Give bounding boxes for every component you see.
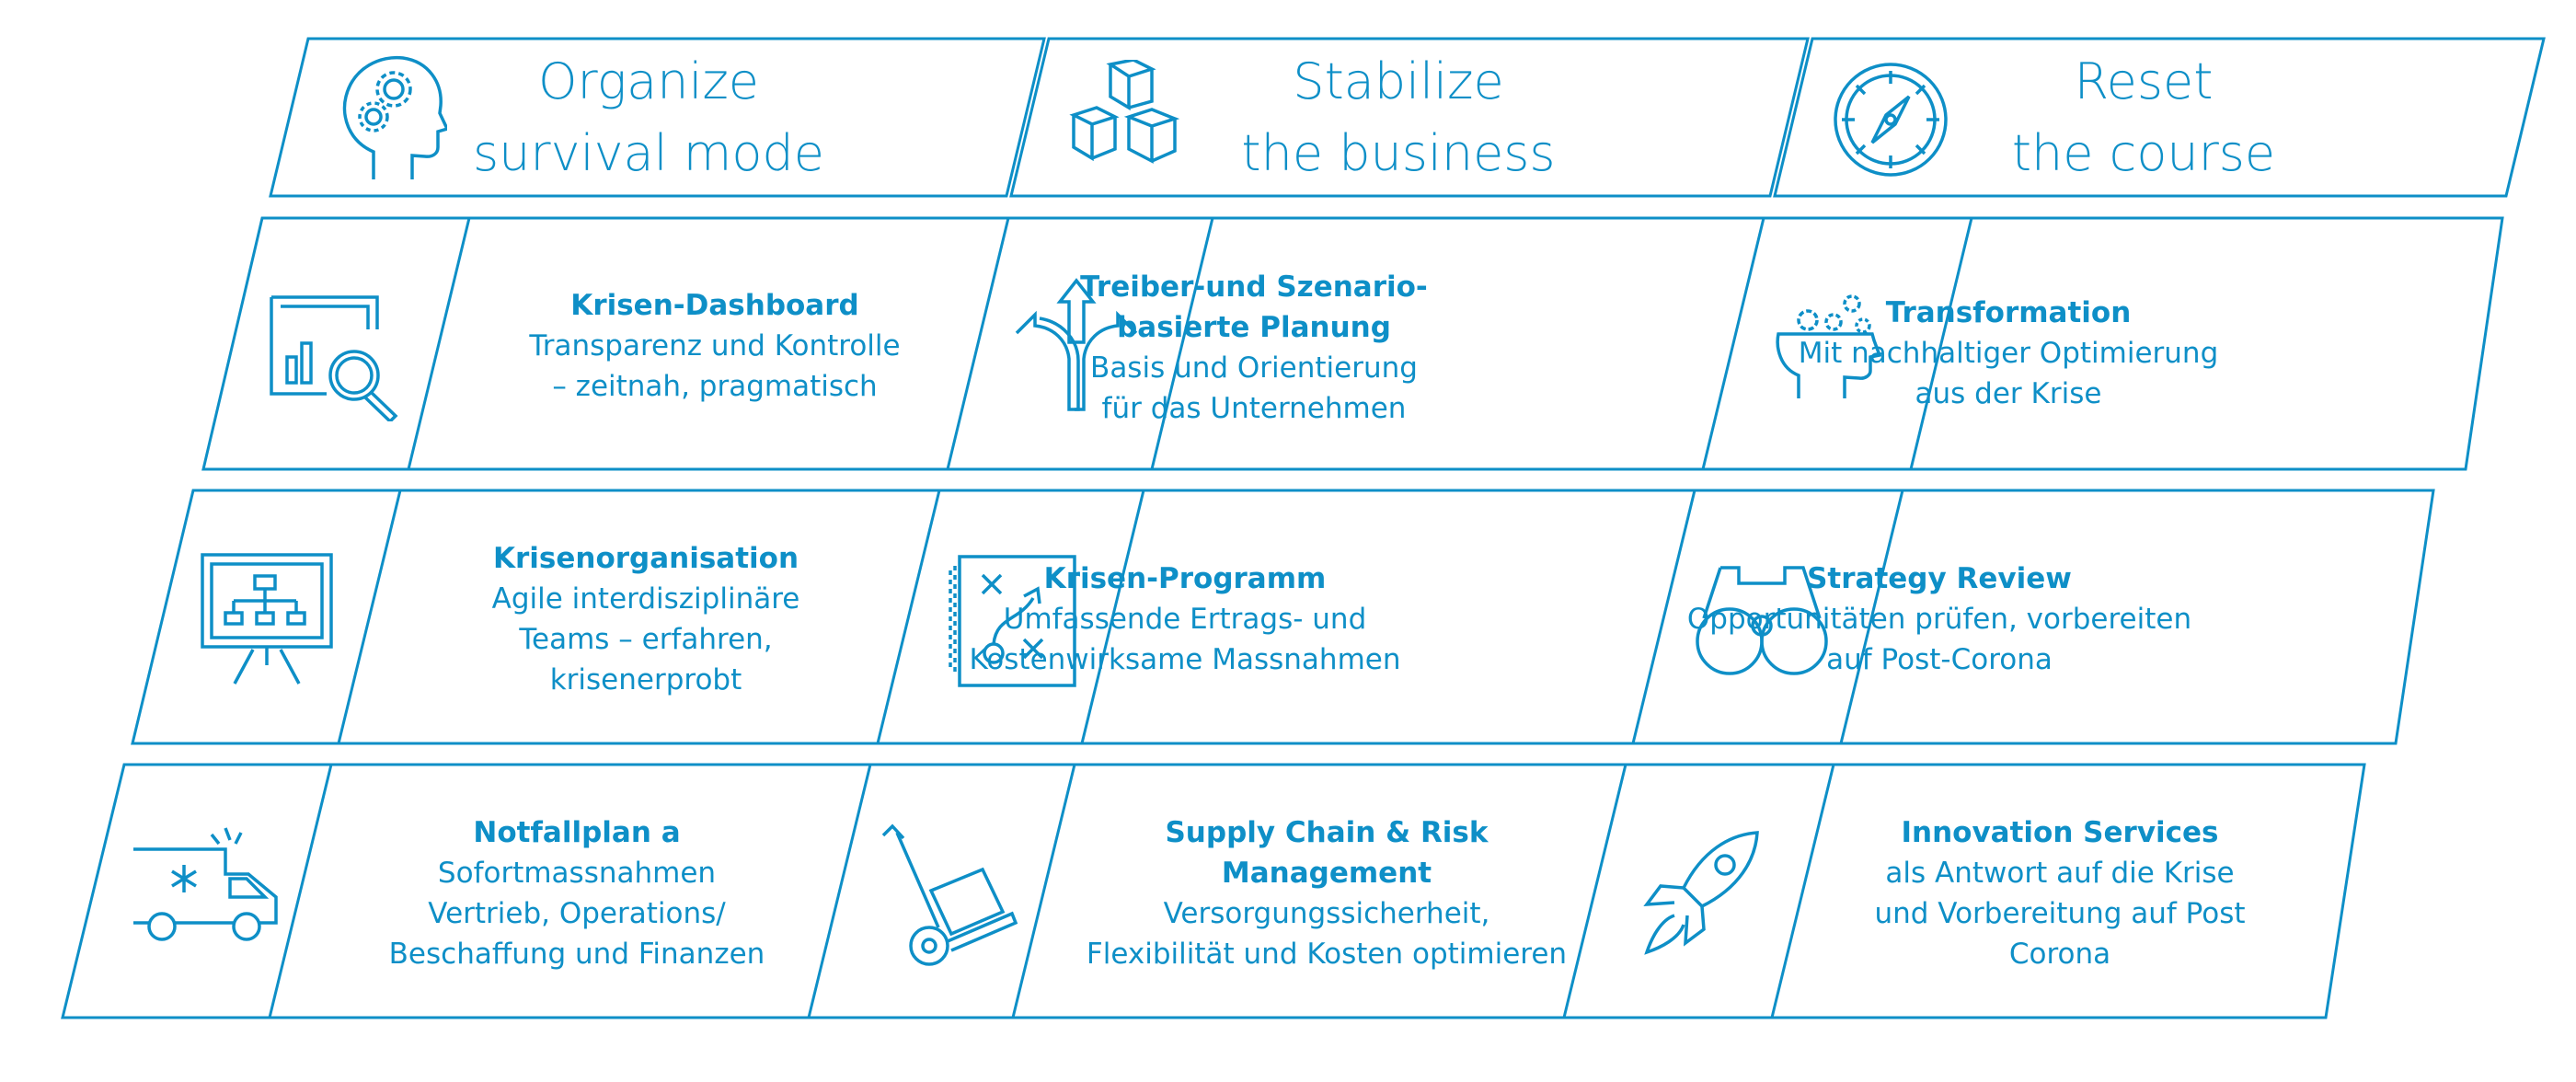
cell-title: Krisenorganisation (492, 542, 799, 575)
cell-desc: Umfassende Ertrags- und Kostenwirksame M… (969, 603, 1401, 676)
cell-transformation: Transformation Mit nachhaltiger Optimier… (1705, 293, 2312, 414)
header-organize-line1: Organize (537, 52, 760, 110)
cell-title: Transformation (1885, 296, 2132, 329)
org-chart-board-icon (198, 550, 336, 688)
header-organize-line2: survival mode (473, 124, 824, 182)
cell-strategy-review: Strategy Review Opportunitäten prüfen, v… (1636, 558, 2243, 680)
header-reset: Reset the course (1822, 46, 2466, 190)
cell-krisenorganisation: Krisenorganisation Agile interdisziplinä… (342, 538, 949, 700)
cell-title: Krisen-Dashboard (570, 289, 859, 322)
cell-desc: Agile interdisziplinäre Teams – erfahren… (491, 582, 800, 696)
header-box-stabilize (1009, 37, 1810, 198)
dashboard-magnifier-icon (267, 293, 405, 421)
cell-krisen-dashboard: Krisen-Dashboard Transparenz und Kontrol… (411, 285, 1018, 407)
row1-outer (201, 216, 2504, 471)
header-stabilize-line1: Stabilize (1293, 52, 1504, 110)
cell-title: Krisen-Programm (1043, 562, 1327, 595)
cell-krisen-programm: Krisen-Programm Umfassende Ertrags- und … (881, 558, 1489, 680)
rocket-icon (1628, 823, 1766, 961)
stacked-cubes-icon (1069, 60, 1189, 175)
row3-outer (61, 763, 2366, 1019)
cell-title: Treiber-und Szenario- basierte Planung (1080, 270, 1428, 344)
cell-desc: Transparenz und Kontrolle – zeitnah, pra… (529, 329, 901, 403)
cell-desc: Basis und Orientierung für das Unternehm… (1090, 351, 1418, 425)
cell-title: Strategy Review (1807, 562, 2072, 595)
cell-desc: Sofortmassnahmen Vertrieb, Operations/ B… (388, 857, 765, 971)
cell-desc: als Antwort auf die Krise und Vorbereitu… (1874, 857, 2246, 971)
head-gears-small-icon (1771, 283, 1881, 403)
header-reset-line2: the course (2011, 124, 2276, 182)
header-stabilize: Stabilize the business (1076, 46, 1720, 190)
ambulance-icon (129, 823, 285, 943)
hand-truck-icon (874, 822, 1021, 969)
cell-title: Innovation Services (1901, 816, 2219, 849)
compass-icon (1831, 60, 1950, 179)
cell-title: Supply Chain & Risk Management (1165, 816, 1489, 890)
header-organize: Organize survival mode (327, 46, 971, 190)
strategy-map-icon (946, 552, 1079, 690)
binoculars-icon (1693, 563, 1831, 678)
row2-outer (131, 489, 2435, 745)
cell-supply-chain: Supply Chain & Risk Management Versorgun… (1023, 812, 1630, 974)
header-reset-line1: Reset (2074, 52, 2214, 110)
cell-notfallplan: Notfallplan a Sofortmassnahmen Vertrieb,… (273, 812, 880, 974)
cell-desc: Mit nachhaltiger Optimierung aus der Kri… (1798, 337, 2219, 410)
cell-title: Notfallplan a (473, 816, 681, 849)
head-gears-icon (337, 51, 447, 184)
header-stabilize-line2: the business (1241, 124, 1556, 182)
cell-desc: Versorgungssicherheit, Flexibilität und … (1086, 897, 1568, 971)
header-box-reset (1773, 37, 2546, 198)
header-box-organize (269, 37, 1046, 198)
cell-treiber-planung: Treiber-und Szenario- basierte Planung B… (950, 267, 1558, 429)
cell-innovation-services: Innovation Services als Antwort auf die … (1756, 812, 2363, 974)
split-arrows-icon (1012, 276, 1141, 414)
